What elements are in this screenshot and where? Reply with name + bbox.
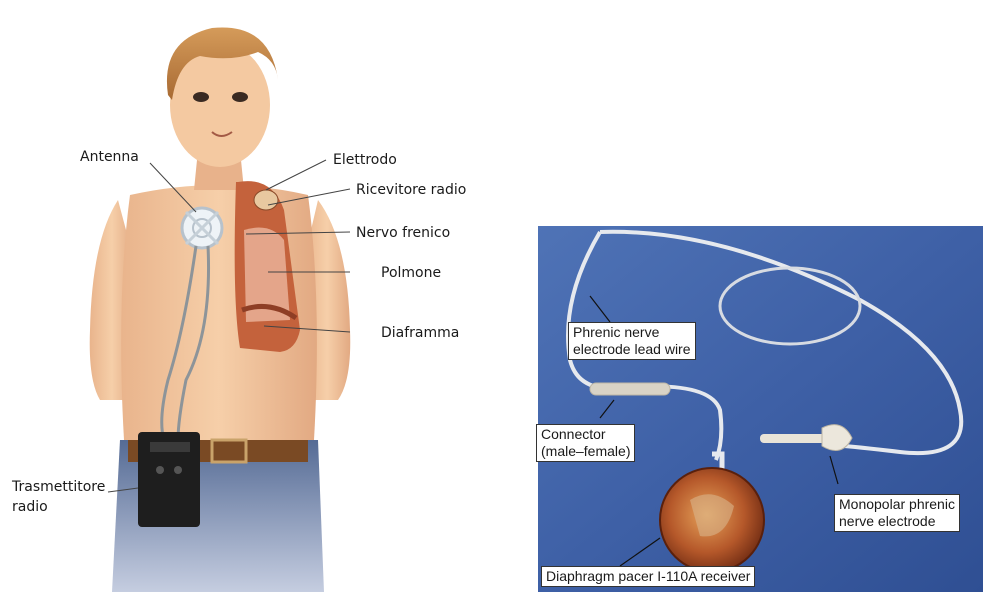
label-monopolar-line2: nerve electrode xyxy=(839,513,955,530)
boy-illustration xyxy=(90,27,351,592)
receiver-implant xyxy=(254,190,278,210)
label-connector-line2: (male–female) xyxy=(541,443,630,460)
label-radio-receiver: Ricevitore radio xyxy=(356,181,466,199)
label-transmitter-line2: radio xyxy=(12,498,48,516)
label-connector: Connector (male–female) xyxy=(536,424,635,462)
label-transmitter-line1: Trasmettitore xyxy=(12,478,105,496)
device-photo xyxy=(538,226,983,592)
antenna-icon xyxy=(182,208,222,248)
label-connector-line1: Connector xyxy=(541,426,630,443)
label-lead-wire: Phrenic nerve electrode lead wire xyxy=(568,322,696,360)
transmitter-box xyxy=(138,432,200,527)
label-diaphragm: Diaframma xyxy=(381,324,459,342)
label-monopolar-electrode: Monopolar phrenic nerve electrode xyxy=(834,494,960,532)
label-lead-wire-line1: Phrenic nerve xyxy=(573,324,691,341)
label-monopolar-line1: Monopolar phrenic xyxy=(839,496,955,513)
label-lung: Polmone xyxy=(381,264,441,282)
label-lead-wire-line2: electrode lead wire xyxy=(573,341,691,358)
label-antenna: Antenna xyxy=(80,148,139,166)
label-receiver: Diaphragm pacer I-110A receiver xyxy=(541,566,755,587)
label-phrenic-nerve: Nervo frenico xyxy=(356,224,450,242)
connector-sleeve xyxy=(590,383,670,395)
label-electrode: Elettrodo xyxy=(333,151,397,169)
